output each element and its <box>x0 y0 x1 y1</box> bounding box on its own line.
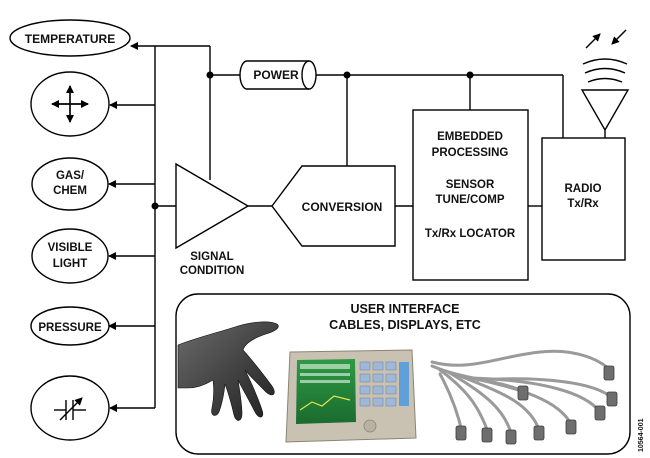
embedded-label-line1: EMBEDDED <box>437 131 503 143</box>
power-block: POWER <box>239 60 317 90</box>
four-way-arrows-icon <box>51 85 89 123</box>
touch-display-image <box>285 349 417 443</box>
variable-capacitor-icon <box>54 397 86 421</box>
radio-label-line1: RADIO <box>564 183 601 195</box>
sensor-variable-capacitor <box>30 375 110 441</box>
signal-label-line1: SIGNAL <box>190 251 233 263</box>
signal-condition-amplifier: SIGNAL CONDITION <box>175 162 250 277</box>
ui-title-line2: CABLES, DISPLAYS, ETC <box>329 318 481 332</box>
visible-label-line2: LIGHT <box>53 258 88 270</box>
wiring <box>108 42 606 412</box>
locator-label: Tx/Rx LOCATOR <box>425 228 516 240</box>
conversion-label: CONVERSION <box>302 200 383 214</box>
sensor-visible-light: VISIBLE LIGHT <box>31 228 109 284</box>
sensor-label-line1: SENSOR <box>446 179 495 191</box>
conversion-block: CONVERSION <box>271 165 396 247</box>
pressure-label: PRESSURE <box>38 322 102 334</box>
radio-label-line2: Tx/Rx <box>567 198 599 210</box>
ui-title-line1: USER INTERFACE <box>350 302 459 316</box>
signal-label-line2: CONDITION <box>180 265 245 277</box>
junction-dots <box>151 71 474 210</box>
visible-label-line1: VISIBLE <box>48 242 93 254</box>
sensor-motion <box>30 71 110 137</box>
power-label: POWER <box>253 68 299 82</box>
gas-label-line2: CHEM <box>53 185 87 197</box>
sensor-label-line2: TUNE/COMP <box>436 194 505 206</box>
hand-image <box>177 321 279 421</box>
temperature-label: TEMPERATURE <box>25 32 115 46</box>
gas-label-line1: GAS/ <box>56 170 85 182</box>
embedded-processing-block: EMBEDDED PROCESSING SENSOR TUNE/COMP Tx/… <box>412 109 529 281</box>
antenna-icon <box>580 29 630 132</box>
radio-block: RADIO Tx/Rx <box>541 137 626 261</box>
sensor-gas-chem: GAS/ CHEM <box>31 157 109 211</box>
cables-image <box>430 349 618 445</box>
sensor-temperature: TEMPERATURE <box>9 19 131 57</box>
embedded-label-line2: PROCESSING <box>432 147 509 159</box>
sensor-pressure: PRESSURE <box>30 306 110 346</box>
figure-id: 10564-001 <box>638 418 645 452</box>
